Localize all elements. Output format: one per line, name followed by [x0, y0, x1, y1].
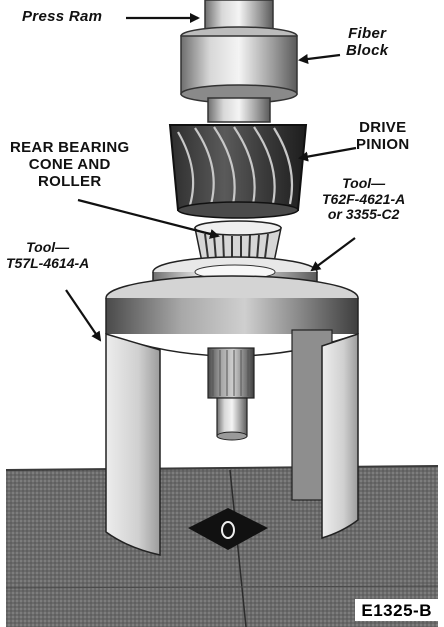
label-drive-pinion-line2: PINION — [356, 135, 410, 153]
label-rear-bearing-line1: REAR BEARING — [10, 139, 130, 156]
label-rear-bearing-line2: CONE AND — [28, 155, 111, 173]
label-tool-a-line1: Tool— — [342, 175, 386, 191]
label-tool-b-line2: T57L-4614-A — [6, 254, 90, 271]
label-rear-bearing: REAR BEARING CONE AND ROLLER — [10, 139, 130, 190]
label-tool-a-line3: or 3355-C2 — [327, 206, 400, 223]
bench-hole — [188, 508, 268, 550]
support-tool — [105, 275, 359, 556]
fiber-block — [180, 26, 298, 104]
label-fiber-line2: Block — [346, 41, 389, 59]
label-tool-b: Tool— T57L-4614-A — [6, 239, 90, 271]
leader-arrows — [65, 13, 357, 342]
label-press-ram: Press Ram — [22, 8, 103, 26]
arrow-tool-b — [65, 289, 102, 342]
drive-pinion-gear — [168, 124, 308, 219]
pinion-stub — [207, 97, 271, 123]
pinion-shaft — [207, 347, 255, 441]
label-fiber-line1: Fiber — [348, 25, 387, 42]
label-tool-a-line2: T62F-4621-A — [322, 190, 406, 207]
arrow-tool-a — [310, 237, 356, 272]
label-press-ram-text: Press Ram — [22, 8, 103, 25]
label-drive-pinion: DRIVE PINION — [356, 119, 410, 154]
label-tool-a: Tool— T62F-4621-A or 3355-C2 — [322, 175, 406, 223]
arrow-rear-bearing — [77, 198, 220, 239]
rear-bearing — [194, 220, 282, 263]
label-fiber-block: Fiber Block — [346, 25, 389, 60]
label-drive-pinion-line1: DRIVE — [359, 119, 407, 136]
figure-code: E1325-B — [355, 599, 438, 621]
arrow-fiber-block — [298, 53, 341, 64]
label-tool-b-line1: Tool— — [26, 239, 70, 255]
label-rear-bearing-line3: ROLLER — [37, 172, 102, 190]
arrow-drive-pinion — [298, 146, 357, 162]
